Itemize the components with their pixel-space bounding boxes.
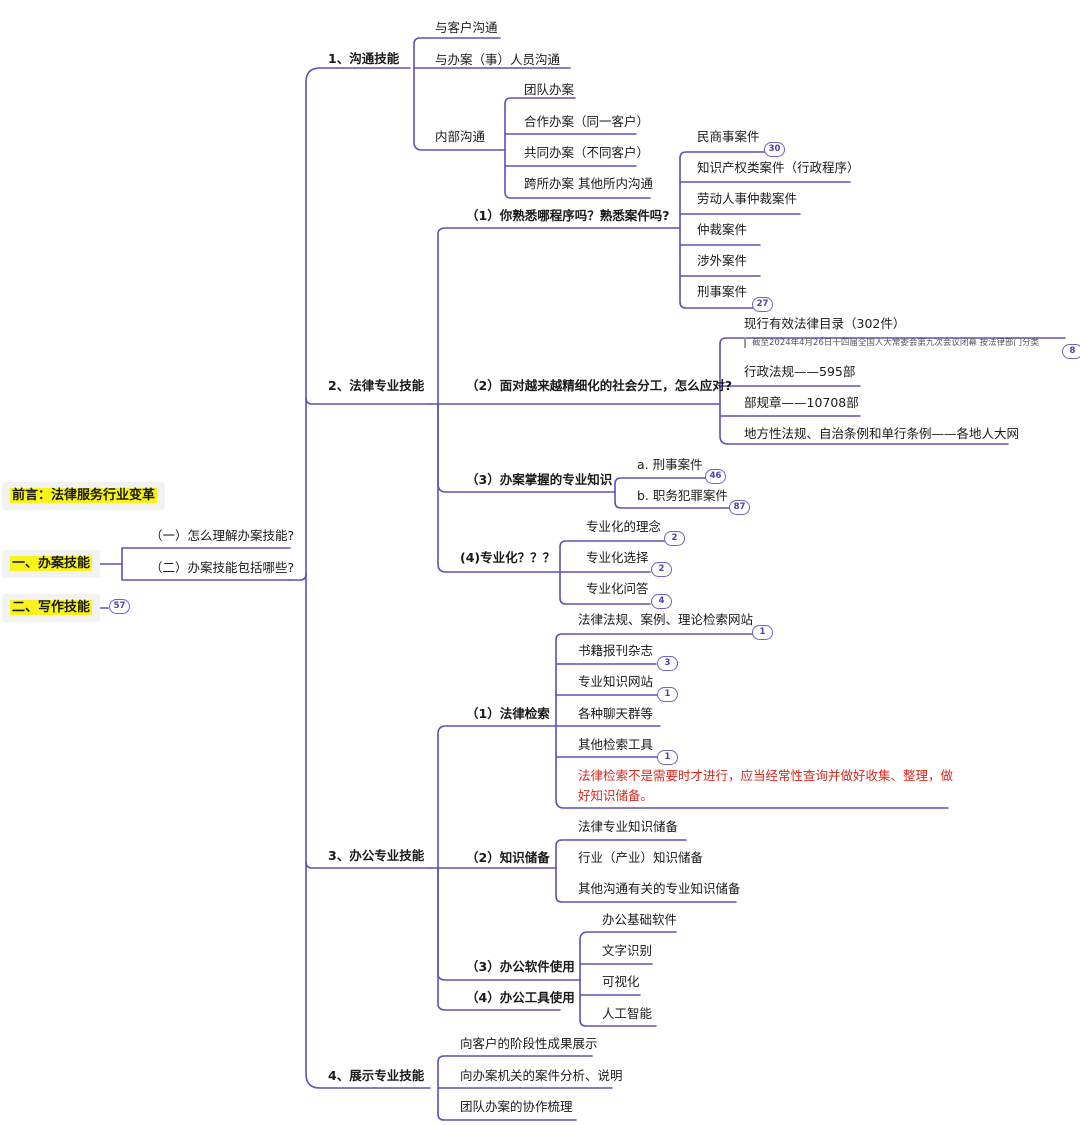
- count-badge[interactable]: 1: [752, 625, 773, 640]
- note-marker: [744, 337, 746, 348]
- node-q1-item[interactable]: 知识产权类案件（行政程序）: [697, 160, 860, 175]
- node-p4[interactable]: （4）办公工具使用: [466, 990, 575, 1005]
- root-writing-skills-label: 二、写作技能: [10, 600, 93, 615]
- node-office-skills[interactable]: 3、办公专业技能: [328, 848, 425, 863]
- node-client-communication[interactable]: 与客户沟通: [435, 20, 498, 35]
- node-q1[interactable]: （1）你熟悉哪程序吗？熟悉案件吗?: [466, 208, 670, 223]
- node-internal-communication[interactable]: 内部沟通: [435, 129, 486, 144]
- node-p3[interactable]: （3）办公软件使用: [466, 959, 575, 974]
- node-s4-item[interactable]: 团队办案的协作梳理: [460, 1099, 573, 1114]
- count-badge[interactable]: 30: [764, 142, 785, 157]
- count-badge[interactable]: 87: [729, 500, 750, 515]
- node-presentation-skills[interactable]: 4、展示专业技能: [328, 1068, 425, 1083]
- root-preface-label: 前言：法律服务行业变革: [10, 488, 158, 503]
- node-p3-item[interactable]: 人工智能: [602, 1006, 653, 1021]
- node-internal-item[interactable]: 跨所办案 其他所内沟通: [524, 176, 653, 191]
- node-p1-item[interactable]: 法律法规、案例、理论检索网站: [578, 612, 754, 627]
- count-badge[interactable]: 2: [651, 562, 672, 577]
- node-internal-item[interactable]: 合作办案（同一客户）: [524, 114, 650, 129]
- node-q2-item[interactable]: 部规章——10708部: [744, 395, 859, 410]
- node-q3-item[interactable]: a. 刑事案件: [637, 457, 703, 472]
- node-q4-item[interactable]: 专业化选择: [586, 550, 649, 565]
- node-q1-item[interactable]: 涉外案件: [697, 253, 748, 268]
- node-q2-item[interactable]: 地方性法规、自治条例和单行条例——各地人大网: [744, 426, 1020, 441]
- root-case-skills[interactable]: 一、办案技能: [2, 550, 101, 578]
- node-p1-note[interactable]: 法律检索不是需要时才进行，应当经常性查询并做好收集、整理，做好知识储备。: [578, 768, 954, 803]
- node-p1-item[interactable]: 书籍报刊杂志: [578, 643, 654, 658]
- node-skills-include[interactable]: （二）办案技能包括哪些?: [150, 560, 295, 575]
- node-q2-item[interactable]: 现行有效法律目录（302件）: [744, 316, 906, 331]
- count-badge[interactable]: 4: [651, 594, 672, 609]
- node-p1[interactable]: （1）法律检索: [466, 706, 550, 721]
- root-preface[interactable]: 前言：法律服务行业变革: [2, 482, 166, 510]
- node-p2-item[interactable]: 行业（产业）知识储备: [578, 850, 704, 865]
- node-understand-skills[interactable]: （一）怎么理解办案技能?: [150, 528, 295, 543]
- root-writing-skills[interactable]: 二、写作技能: [2, 594, 101, 622]
- count-badge[interactable]: 3: [657, 656, 678, 671]
- node-q2[interactable]: （2）面对越来越精细化的社会分工，怎么应对?: [466, 378, 732, 393]
- node-q3[interactable]: （3）办案掌握的专业知识: [466, 472, 613, 487]
- node-p1-item[interactable]: 专业知识网站: [578, 674, 654, 689]
- node-p1-item[interactable]: 各种聊天群等: [578, 706, 654, 721]
- count-badge[interactable]: 27: [752, 297, 773, 312]
- node-q4[interactable]: (4)专业化？？？: [460, 550, 556, 565]
- node-q1-item[interactable]: 民商事案件: [697, 129, 760, 144]
- count-badge[interactable]: 8: [1062, 344, 1080, 359]
- node-officer-communication[interactable]: 与办案（事）人员沟通: [435, 52, 561, 67]
- node-p2-item[interactable]: 法律专业知识储备: [578, 819, 679, 834]
- node-communication-skills[interactable]: 1、沟通技能: [328, 51, 400, 66]
- count-badge[interactable]: 1: [657, 750, 678, 765]
- root-case-skills-label: 一、办案技能: [10, 556, 93, 571]
- node-internal-item[interactable]: 共同办案（不同客户）: [524, 145, 650, 160]
- count-badge[interactable]: 57: [109, 599, 130, 614]
- node-q2-note: 截至2024年4月26日十四届全国人大常委会第九次会议闭幕 按法律部门分类: [752, 338, 1040, 348]
- node-legal-skills[interactable]: 2、法律专业技能: [328, 378, 425, 393]
- node-q4-item[interactable]: 专业化问答: [586, 581, 649, 596]
- node-internal-item[interactable]: 团队办案: [524, 82, 575, 97]
- node-q1-item[interactable]: 刑事案件: [697, 284, 748, 299]
- count-badge[interactable]: 1: [657, 687, 678, 702]
- node-q4-item[interactable]: 专业化的理念: [586, 519, 662, 534]
- node-p3-item[interactable]: 可视化: [602, 974, 640, 989]
- node-s4-item[interactable]: 向客户的阶段性成果展示: [460, 1036, 598, 1051]
- node-p3-item[interactable]: 文字识别: [602, 943, 653, 958]
- count-badge[interactable]: 46: [705, 469, 726, 484]
- node-p3-item[interactable]: 办公基础软件: [602, 912, 678, 927]
- node-p2[interactable]: （2）知识储备: [466, 850, 550, 865]
- node-p2-item[interactable]: 其他沟通有关的专业知识储备: [578, 881, 741, 896]
- node-q2-item[interactable]: 行政法规——595部: [744, 364, 856, 379]
- node-p1-item[interactable]: 其他检索工具: [578, 737, 654, 752]
- node-q1-item[interactable]: 仲裁案件: [697, 222, 748, 237]
- node-q3-item[interactable]: b. 职务犯罪案件: [637, 488, 728, 503]
- node-q1-item[interactable]: 劳动人事仲裁案件: [697, 191, 798, 206]
- count-badge[interactable]: 2: [664, 531, 685, 546]
- node-s4-item[interactable]: 向办案机关的案件分析、说明: [460, 1068, 623, 1083]
